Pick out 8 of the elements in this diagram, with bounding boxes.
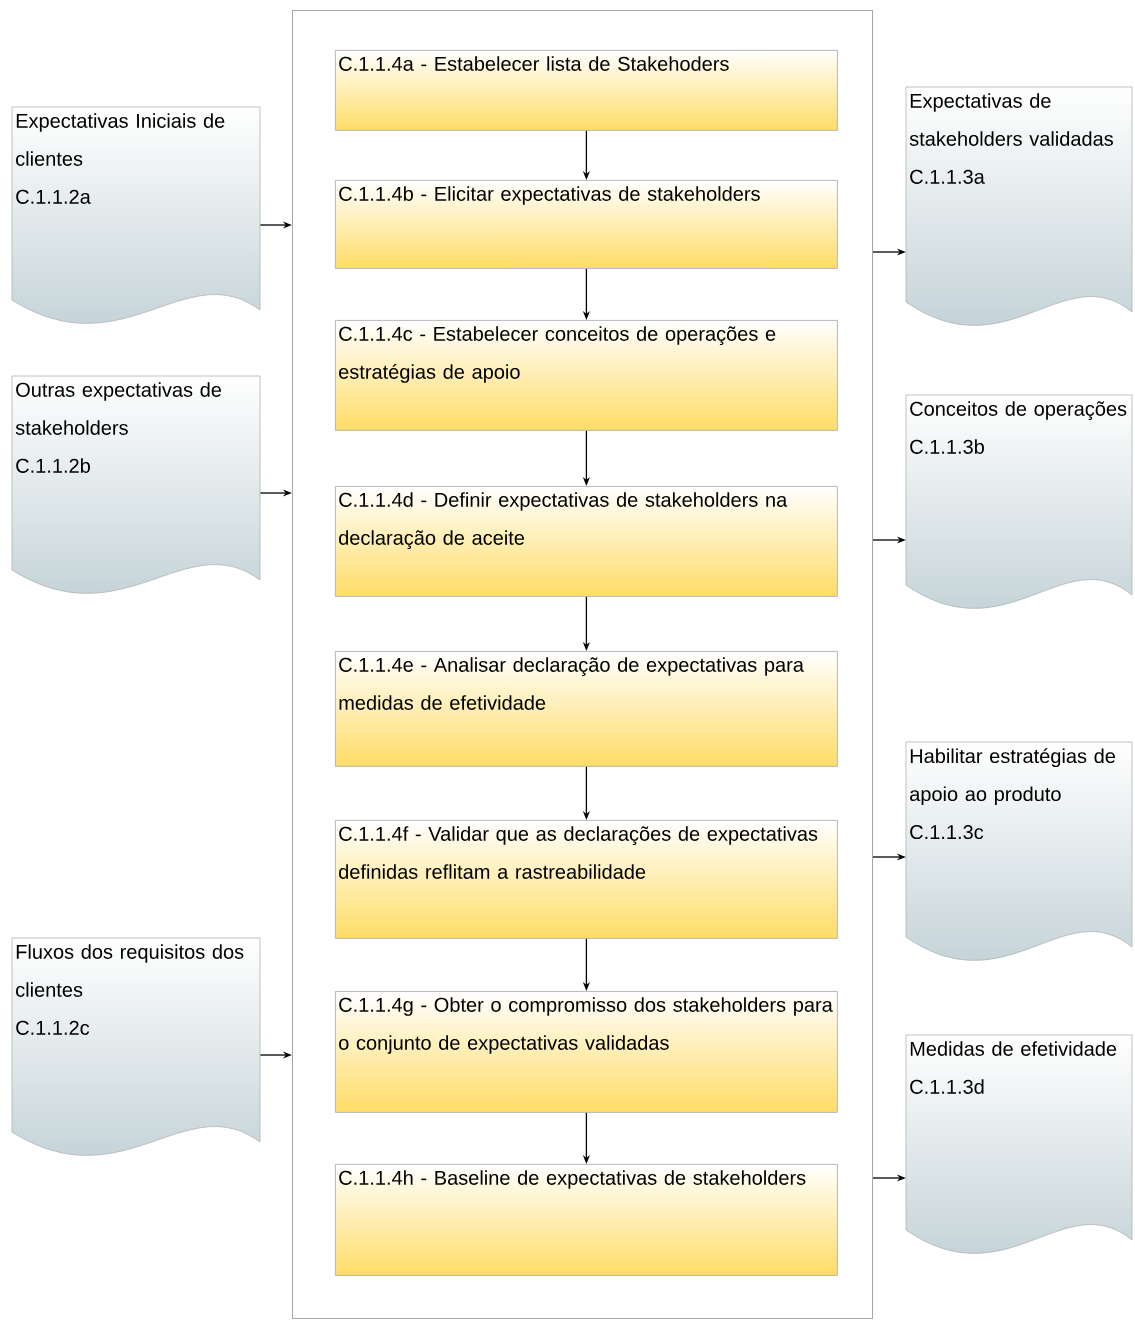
process-box: C.1.1.4b - Elicitar expectativas de stakeholders — [335, 180, 838, 269]
process-box: C.1.1.4h - Baseline de expectativas de stakeholders — [335, 1164, 838, 1276]
process-box: C.1.1.4g - Obter o compromisso dos stakeholders para o conjunto de expectativas validadas — [335, 991, 838, 1113]
process-box: C.1.1.4c - Estabelecer conceitos de operações e estratégias de apoio — [335, 320, 838, 431]
process-box: C.1.1.4a - Estabelecer lista de Stakehoders — [335, 50, 838, 131]
process-box: C.1.1.4e - Analisar declaração de expectativas para medidas de efetividade — [335, 651, 838, 767]
process-box: C.1.1.4d - Definir expectativas de stakeholders na declaração de aceite — [335, 486, 838, 597]
process-box: C.1.1.4f - Validar que as declarações de expectativas definidas reflitam a rastreabilidade — [335, 820, 838, 939]
